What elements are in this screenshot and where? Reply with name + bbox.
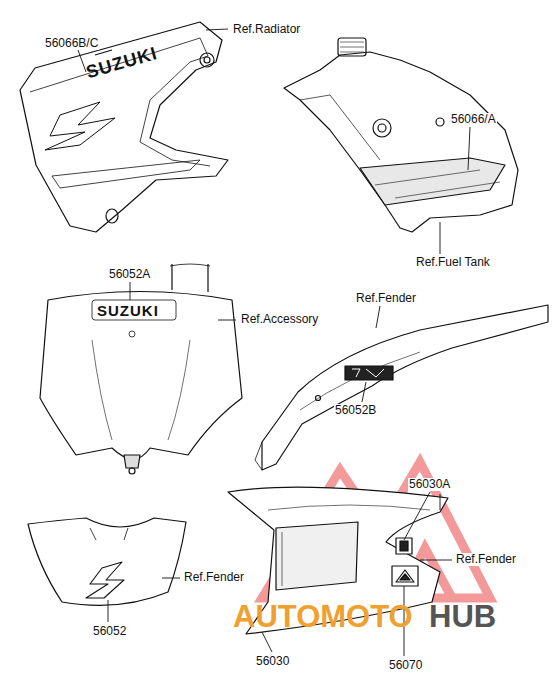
leader-line [206, 29, 228, 30]
decal-text: SUZUKI [96, 303, 160, 320]
reference-label: Ref.Accessory [240, 313, 319, 326]
leader-line [468, 127, 470, 170]
leader-line [262, 632, 272, 652]
callout-number: 56070 [388, 659, 423, 672]
front-number-plate [40, 264, 242, 474]
leader-line [362, 382, 366, 402]
reference-label: Ref.Fender [183, 571, 245, 584]
reference-label: Ref.Fender [355, 292, 417, 305]
leader-line [376, 306, 380, 328]
leader-line [420, 560, 452, 561]
front-fender [28, 518, 186, 605]
rear-fender [228, 487, 448, 634]
leader-line [108, 600, 109, 622]
reference-label: Ref.Fender [455, 553, 517, 566]
leader-line [218, 320, 236, 321]
leader-line [440, 222, 441, 254]
reference-label: Ref.Fuel Tank [415, 256, 491, 269]
callout-number: 56066/A [450, 113, 497, 126]
callout-number: 56066B/C [44, 37, 99, 50]
callout-number: 56052B [334, 404, 377, 417]
callout-number: 56030A [408, 478, 451, 491]
leader-line [130, 282, 131, 300]
watermark-text: AUTOMOTO [232, 600, 414, 634]
callout-number: 56030 [255, 655, 290, 668]
leader-line [162, 578, 180, 579]
radiator-shroud [20, 22, 228, 232]
leader-line [440, 494, 441, 510]
fuel-tank [284, 38, 518, 232]
leader-lines [78, 29, 470, 656]
callout-number: 56052 [92, 625, 127, 638]
callout-number: 56052A [108, 268, 151, 281]
watermark-text: HUB [428, 600, 497, 634]
rear-fender-side [255, 305, 548, 470]
reference-label: Ref.Radiator [232, 23, 301, 36]
leader-line [404, 492, 430, 540]
